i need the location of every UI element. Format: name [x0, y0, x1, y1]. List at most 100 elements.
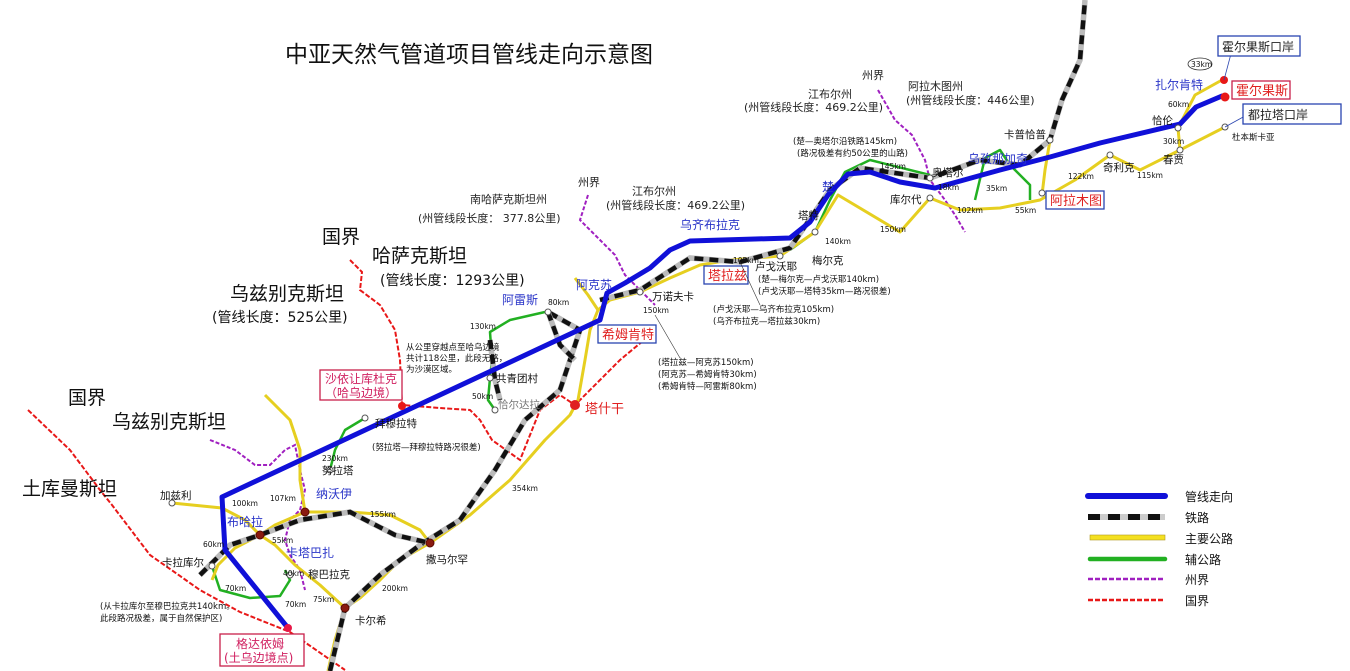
- node-otar: [926, 174, 934, 182]
- note-leader-line: [739, 261, 761, 306]
- country-uzbekistan: 乌兹别克斯坦: [230, 283, 344, 305]
- node-almaty: [1038, 189, 1046, 197]
- port-khorgos: 霍尔果斯口岸: [1222, 39, 1294, 54]
- distance-label: 70km: [225, 584, 246, 593]
- town-label: 加兹利: [160, 490, 192, 502]
- city-almaty: 阿拉木图: [1050, 194, 1102, 209]
- node-karshi: [340, 603, 350, 613]
- border-point-tm-uz: 格达依姆: [236, 636, 284, 651]
- state-almaty: 阿拉木图州: [908, 79, 963, 93]
- legend: 管线走向 铁路 主要公路 辅公路 州界 国界: [1085, 489, 1233, 608]
- distance-label: 354km: [512, 484, 538, 493]
- secondary-road-uzunagash: [973, 148, 1032, 201]
- distance-label: 145km: [880, 162, 906, 171]
- node-charyn: [1174, 124, 1182, 132]
- legend-main-road-swatch: [1089, 534, 1166, 541]
- main-road-zharkent: [1176, 78, 1223, 151]
- distance-label: 70km: [285, 600, 306, 609]
- town-label: 卡拉库尔: [162, 556, 204, 569]
- distance-label: 55km: [272, 536, 293, 545]
- node-bukhara: [255, 530, 265, 540]
- legend-label: 州界: [1185, 573, 1209, 587]
- station-label: 纳沃伊: [316, 487, 352, 501]
- distance-label: 33km: [1191, 60, 1212, 69]
- station-label: 乌齐布拉克: [680, 217, 740, 232]
- state-length: (州管线段长度：469.2公里): [744, 100, 883, 114]
- state-south-kz: 南哈萨克斯坦州: [470, 192, 547, 206]
- state-border-kz2: [877, 89, 966, 233]
- distance-label: 140km: [825, 237, 851, 246]
- node-nurata: [326, 466, 334, 474]
- railway-kz: [599, 0, 1088, 303]
- node-tashkent: [570, 400, 580, 410]
- distance-label: 40km: [283, 569, 304, 578]
- node-merke: [776, 252, 784, 260]
- legend-label: 铁路: [1185, 510, 1209, 525]
- node-chardara: [491, 406, 499, 414]
- border-point-kz-uz-note: （哈乌边境）: [325, 385, 397, 400]
- state-jambyl: 江布尔州: [808, 88, 852, 101]
- port-dulata: 都拉塔口岸: [1248, 107, 1308, 122]
- node-kurday: [926, 194, 934, 202]
- distance-label: 105km: [733, 256, 759, 265]
- distance-label: 55km: [1015, 206, 1036, 215]
- distance-label: 75km: [313, 595, 334, 604]
- railway-bukhara: [198, 509, 431, 577]
- note: (路况极差有约50公里的山路): [797, 148, 908, 159]
- city-nodes: [168, 76, 1230, 632]
- port-leader-line: [1224, 115, 1246, 128]
- city-tashkent: 塔什干: [585, 402, 624, 417]
- main-road-samarkand-tashkent: [429, 309, 600, 545]
- town-label: 拜穆拉特: [375, 417, 417, 430]
- town-label: 杜本斯卡亚: [1232, 132, 1275, 143]
- node-karakul: [208, 562, 216, 570]
- distance-label: 80km: [548, 298, 569, 307]
- node-mubarek: [286, 571, 294, 579]
- town-label: 卢戈沃耶: [755, 260, 797, 273]
- kazakhstan-length: (管线长度：1293公里): [380, 273, 525, 289]
- distance-label: 115km: [1137, 171, 1163, 180]
- note: (卢戈沃耶—乌齐布拉克105km): [713, 304, 834, 315]
- town-label: 努拉塔: [322, 464, 354, 477]
- country-labels: 国界 哈萨克斯坦 (管线长度：1293公里) 乌兹别克斯坦 (管线长度：525公…: [22, 226, 525, 500]
- town-label: 穆巴拉克: [308, 568, 350, 581]
- note-leader-line: [654, 314, 681, 359]
- distance-callout: [1187, 57, 1213, 71]
- node-vannovka: [636, 288, 644, 296]
- main-road-kapchagay: [1040, 139, 1052, 196]
- node-kapchagay: [1046, 136, 1054, 144]
- railway-uz: [327, 310, 583, 671]
- distance-label: 155km: [370, 510, 396, 519]
- node-arys: [544, 308, 552, 316]
- major-cities: 希姆肯特 塔拉兹 阿拉木图 霍尔果斯 塔什干 沙依让库杜克 （哈乌边境） 格达依…: [219, 80, 1291, 667]
- node-navoi: [300, 507, 310, 517]
- distance-label: 200km: [382, 584, 408, 593]
- node-gazli: [168, 499, 176, 507]
- note: (阿克苏—希姆肯特30km): [658, 369, 757, 380]
- ports: 霍尔果斯口岸 都拉塔口岸: [1217, 35, 1342, 128]
- national-border-west: [27, 409, 346, 671]
- country-uzbekistan: 乌兹别克斯坦: [112, 411, 226, 433]
- pipeline-route: [219, 93, 1225, 631]
- main-road-navoi-north: [263, 393, 307, 513]
- town-label: 塔特: [798, 209, 819, 222]
- station-label: 阿克苏: [576, 278, 612, 292]
- town-label: 恰尔达拉: [498, 398, 540, 411]
- town-label: 恰伦: [1152, 114, 1174, 127]
- node-chilik: [1106, 151, 1114, 159]
- distance-label: 35km: [986, 184, 1007, 193]
- border-point-kz-uz: 沙依让库杜克: [325, 371, 397, 386]
- city-shymkent: 希姆肯特: [602, 328, 654, 343]
- state-border-kz1: [578, 194, 656, 306]
- city-taraz: 塔拉兹: [708, 269, 747, 284]
- town-label: 奇利克: [1103, 161, 1135, 174]
- node-baymurat: [361, 414, 369, 422]
- node-khorgos: [1220, 92, 1230, 102]
- country-kazakhstan: 哈萨克斯坦: [372, 245, 467, 267]
- note: (希姆肯特—阿雷斯80km): [658, 381, 757, 392]
- town-label: 奥塔尔: [932, 166, 964, 179]
- station-label: 阿雷斯: [502, 293, 538, 307]
- distance-label: 102km: [957, 206, 983, 215]
- station-label: 布哈拉: [227, 514, 263, 529]
- town-label: 卡尔希: [355, 614, 387, 627]
